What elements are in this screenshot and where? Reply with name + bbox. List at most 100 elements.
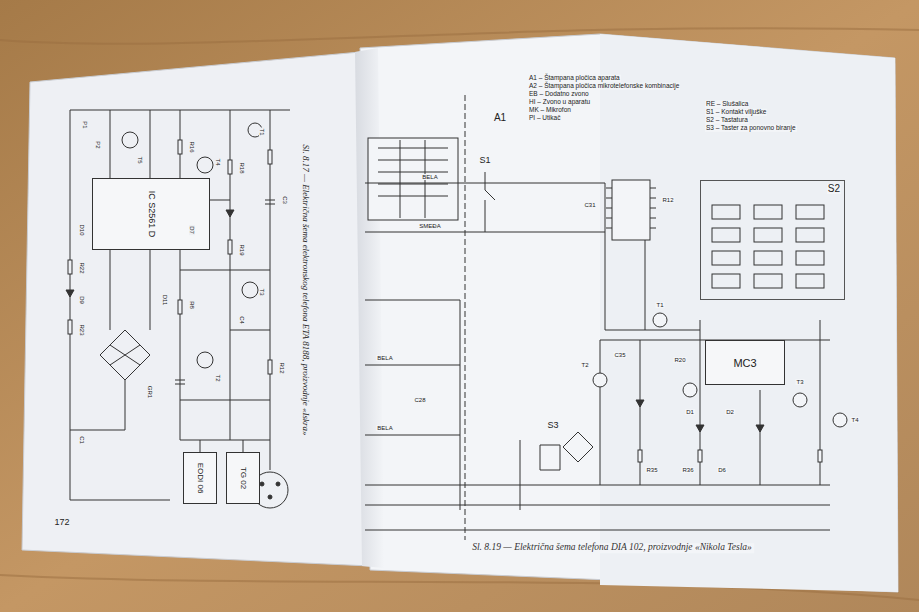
right-schematic <box>754 274 782 288</box>
component-label: D9 <box>79 295 85 305</box>
component-label: GR1 <box>147 385 153 399</box>
right-schematic <box>754 251 782 265</box>
legend-line: PI – Utikač <box>528 115 561 122</box>
right-schematic <box>563 432 593 462</box>
right-schematic <box>818 450 822 462</box>
left-schematic <box>268 150 272 164</box>
legend-line: EB – Dodatno zvono <box>528 91 590 98</box>
component-label: BELA <box>376 425 393 431</box>
component-label: R22 <box>79 261 85 274</box>
component-label: SMEĐA <box>418 223 441 229</box>
component-label: BELA <box>376 355 393 361</box>
right-schematic <box>712 251 740 265</box>
right-schematic <box>712 205 740 219</box>
right-schematic <box>606 188 656 228</box>
component-label: T1 <box>259 127 265 136</box>
component-label: T1 <box>655 302 664 308</box>
component-label: T3 <box>795 379 804 385</box>
component-label: 172 <box>53 518 70 527</box>
component-label: T3 <box>259 287 265 296</box>
right-schematic <box>365 172 605 232</box>
component-label: R19 <box>239 243 245 256</box>
component-box: EODI 06 <box>183 452 217 504</box>
left-schematic <box>175 200 275 384</box>
right-schematic <box>712 274 740 288</box>
right-schematic <box>653 313 667 327</box>
component-label: S3 <box>546 421 559 430</box>
book-pages <box>355 48 384 568</box>
component-label: A1 <box>493 113 507 123</box>
part-name: TG 02 <box>239 467 247 489</box>
left-schematic <box>66 110 290 508</box>
part-name: EODI 06 <box>196 463 204 494</box>
background <box>0 28 919 44</box>
right-schematic <box>593 373 607 387</box>
right-schematic <box>796 228 824 242</box>
right-schematic <box>638 450 642 462</box>
component-box: IC S2561 D <box>92 178 210 250</box>
left-schematic <box>68 320 72 334</box>
right-schematic <box>645 240 646 330</box>
left-schematic <box>122 132 138 148</box>
left-schematic <box>260 482 264 486</box>
left-schematic <box>178 140 182 154</box>
left-schematic <box>197 157 213 173</box>
component-label: C4 <box>239 315 245 325</box>
right-schematic <box>368 138 458 220</box>
component-label: R16 <box>189 140 195 153</box>
component-label: S1 <box>478 156 491 165</box>
component-label: D10 <box>79 223 85 236</box>
part-name: MC3 <box>733 357 756 368</box>
right-schematic <box>683 383 697 397</box>
component-label: D2 <box>725 409 735 415</box>
component-label: R8 <box>189 300 195 310</box>
book-pages <box>22 52 370 566</box>
component-label: R36 <box>681 467 694 473</box>
right-schematic <box>636 400 764 432</box>
left-schematic <box>242 282 258 298</box>
figure-caption: Sl. 8.17 — Električna šema elektronskog … <box>301 143 310 436</box>
legend-line: A1 – Štampana pločica aparata <box>528 75 621 82</box>
legend-line: MK – Mikrofon <box>528 107 572 114</box>
component-label: R12 <box>279 361 285 374</box>
component-label: D7 <box>189 225 195 235</box>
legend-line: A2 – Štampana pločica mikrotelefonske ko… <box>528 83 680 90</box>
component-label: T4 <box>215 157 221 166</box>
right-schematic <box>796 251 824 265</box>
right-schematic <box>754 228 782 242</box>
part-name: IC S2561 D <box>147 191 156 238</box>
component-label: R20 <box>673 357 686 363</box>
legend-line: S2 – Tastatura <box>705 117 749 124</box>
component-label: T4 <box>850 417 859 423</box>
left-schematic <box>268 495 272 499</box>
legend-line: HI – Zvono u aparatu <box>528 99 591 106</box>
right-schematic <box>793 393 807 407</box>
right-schematic <box>465 95 466 540</box>
book-pages <box>22 34 898 592</box>
component-label: BELA <box>421 174 438 180</box>
component-label: R35 <box>645 467 658 473</box>
right-schematic <box>754 205 782 219</box>
component-label: T2 <box>215 373 221 382</box>
part-name: S2 <box>827 184 841 194</box>
right-schematic <box>796 274 824 288</box>
component-box: MC3 <box>705 340 785 385</box>
left-schematic <box>70 110 270 440</box>
component-label: R18 <box>239 161 245 174</box>
component-label: D6 <box>717 467 727 473</box>
right-schematic <box>365 95 847 540</box>
component-label: C3 <box>282 195 288 205</box>
right-schematic <box>796 205 824 219</box>
component-label: C1 <box>79 435 85 445</box>
right-schematic <box>600 320 830 485</box>
book-pages <box>360 34 898 592</box>
left-schematic <box>228 160 232 174</box>
right-schematic <box>833 413 847 427</box>
left-schematic <box>270 440 271 470</box>
component-label: R12 <box>661 197 674 203</box>
legend-line: RE – Slušalica <box>705 101 749 108</box>
